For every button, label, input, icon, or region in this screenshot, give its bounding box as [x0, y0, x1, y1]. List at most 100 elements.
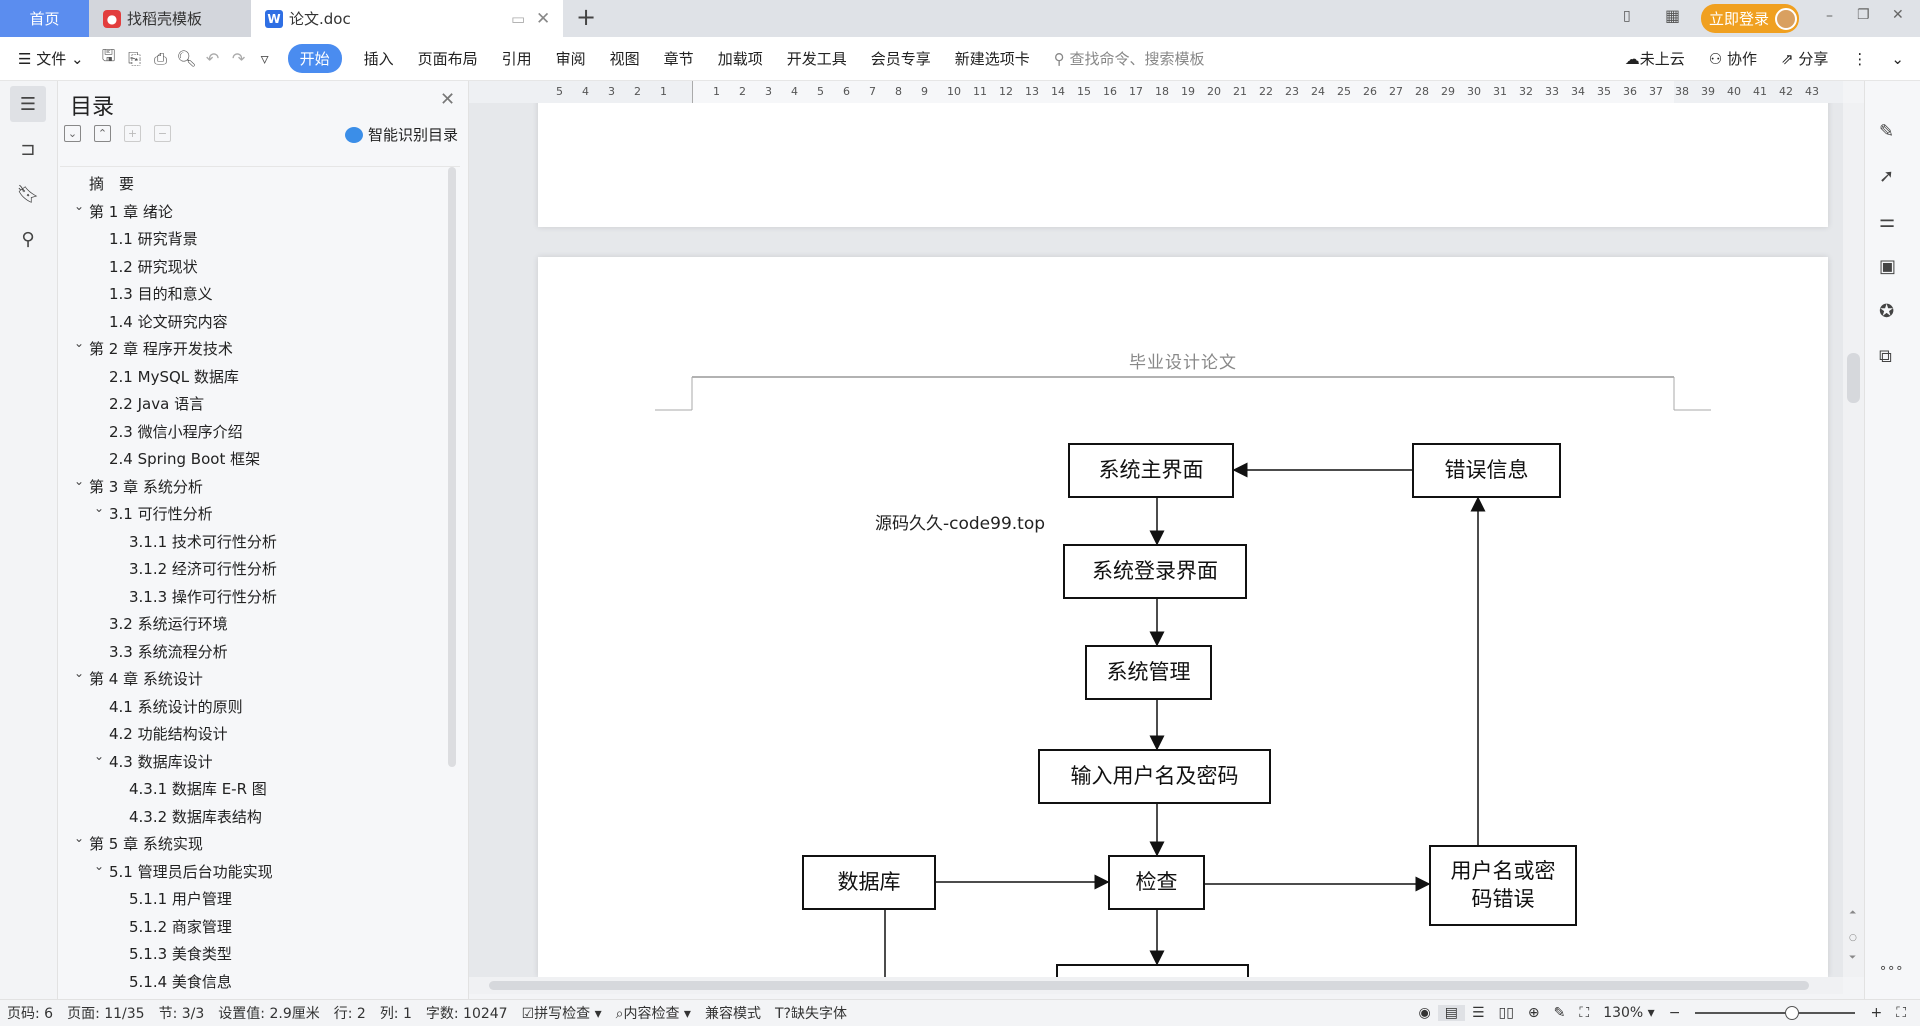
toc-item[interactable]: 3.1.2 经济可行性分析 [129, 560, 277, 578]
toc-panel-icon[interactable]: ☰ [10, 86, 46, 122]
zoom-in-button[interactable]: + [1870, 1005, 1883, 1021]
demote-icon[interactable]: − [154, 125, 171, 142]
toc-expand-chevron-icon[interactable]: ⌄ [74, 473, 85, 488]
ai-icon[interactable]: ✪ [1879, 301, 1895, 322]
minimize-button[interactable]: – [1826, 8, 1833, 24]
toc-expand-chevron-icon[interactable]: ⌄ [74, 336, 85, 350]
share-button[interactable]: ⇗ 分享 [1769, 48, 1840, 69]
toc-item[interactable]: 1.4 论文研究内容 [109, 312, 228, 331]
page-view-icon[interactable]: ▤ [1437, 1005, 1465, 1021]
undo-icon[interactable]: ↶ [205, 49, 220, 68]
toc-item[interactable]: 3.1 可行性分析 [109, 505, 213, 523]
toc-item[interactable]: 1.2 研究现状 [109, 257, 198, 276]
cloud-button[interactable]: ☁未上云 [1613, 48, 1697, 69]
zoom-slider[interactable] [1695, 1006, 1856, 1020]
status-section[interactable]: 节: 3/3 [158, 1006, 205, 1022]
toc-item[interactable]: 4.3.2 数据库表结构 [129, 807, 262, 826]
print-preview-icon[interactable]: 🔍︎ [176, 49, 197, 68]
navigation-icon[interactable]: ⊐ [20, 138, 36, 160]
fit-page-icon[interactable]: ⛶ [1579, 1005, 1590, 1021]
toc-item[interactable]: 2.3 微信小程序介绍 [109, 422, 243, 441]
select-cursor-icon[interactable]: ➚ [1879, 166, 1895, 187]
horizontal-scroll-thumb[interactable] [489, 981, 1809, 990]
toc-expand-chevron-icon[interactable]: ⌄ [94, 501, 105, 515]
layout-icon[interactable]: ▯ [1623, 8, 1631, 24]
collab-button[interactable]: ⚇ 协作 [1697, 48, 1769, 69]
menu-view[interactable]: 视图 [609, 50, 640, 68]
toc-expand-chevron-icon[interactable]: ⌄ [94, 858, 105, 873]
toc-item[interactable]: 3.1.3 操作可行性分析 [129, 587, 277, 606]
toc-expand-chevron-icon[interactable]: ⌄ [74, 198, 85, 213]
browse-object-icon[interactable]: ○ [1849, 933, 1857, 943]
toc-item[interactable]: 2.4 Spring Boot 框架 [109, 450, 261, 468]
toc-item[interactable]: 3.3 系统流程分析 [109, 642, 228, 661]
compat-mode[interactable]: 兼容模式 [704, 1006, 761, 1022]
menu-member[interactable]: 会员专享 [870, 50, 931, 68]
export-pdf-icon[interactable]: ⎘ [128, 48, 141, 68]
more-icon[interactable]: ⋮ [1852, 49, 1868, 68]
toc-item[interactable]: 2.2 Java 语言 [109, 395, 205, 413]
print-icon[interactable]: ⎙ [154, 48, 167, 68]
menu-addins[interactable]: 加载项 [717, 50, 763, 68]
toc-item[interactable]: 3.1.1 技术可行性分析 [129, 532, 277, 551]
write-view-icon[interactable]: ✎ [1553, 1005, 1566, 1021]
new-tab-button[interactable]: + [576, 3, 597, 31]
toc-item[interactable]: 第 3 章 系统分析 [89, 477, 203, 496]
toc-item[interactable]: 第 4 章 系统设计 [89, 670, 203, 688]
toc-item[interactable]: 5.1.1 用户管理 [129, 890, 232, 908]
toc-item[interactable]: 2.1 MySQL 数据库 [109, 367, 239, 386]
spell-check-button[interactable]: ☑拼写检查 ▾ [521, 1006, 602, 1022]
status-page[interactable]: 页码: 6 [7, 1006, 54, 1022]
collapse-all-icon[interactable]: ⌃ [94, 125, 111, 142]
toc-item[interactable]: 5.1.4 美食信息 [129, 972, 232, 991]
prev-page-icon[interactable]: ⏶ [1849, 908, 1857, 918]
save-icon[interactable]: 🖫 [101, 46, 116, 65]
toc-item[interactable]: 4.3.1 数据库 E-R 图 [129, 780, 267, 798]
tab-template[interactable]: ●找稻壳模板 [89, 0, 251, 37]
toc-item[interactable]: 4.2 功能结构设计 [109, 725, 228, 743]
promote-icon[interactable]: + [124, 125, 141, 142]
search-icon[interactable]: ⚲ [21, 228, 35, 250]
tab-home[interactable]: 首页 [0, 0, 89, 37]
status-pages[interactable]: 页面: 11/35 [67, 1006, 145, 1022]
menu-page-layout[interactable]: 页面布局 [417, 50, 478, 68]
toc-expand-chevron-icon[interactable]: ⌄ [94, 748, 105, 763]
toc-item[interactable]: 4.1 系统设计的原则 [109, 697, 243, 716]
missing-font-button[interactable]: T?缺失字体 [768, 1003, 854, 1023]
file-menu[interactable]: ☰ 文件 ⌄ [18, 50, 84, 68]
bookmark-icon[interactable]: 🔖︎ [16, 183, 40, 205]
menu-new-tab[interactable]: 新建选项卡 [954, 50, 1030, 68]
toc-item[interactable]: 第 1 章 绪论 [89, 202, 173, 221]
more-tools-icon[interactable]: ∘∘∘ [1879, 961, 1904, 976]
status-row[interactable]: 行: 2 [333, 1006, 366, 1022]
menu-insert[interactable]: 插入 [363, 50, 394, 68]
redo-icon[interactable]: ↷ [231, 49, 246, 68]
command-search[interactable]: ⚲ 查找命令、搜索模板 [1042, 48, 1217, 69]
toc-expand-chevron-icon[interactable]: ⌄ [74, 831, 85, 845]
toc-expand-chevron-icon[interactable]: ⌄ [74, 666, 85, 680]
status-setting[interactable]: 设置值: 2.9厘米 [218, 1006, 320, 1022]
vertical-scroll-thumb[interactable] [1847, 353, 1860, 403]
expand-all-icon[interactable]: ⌄ [64, 125, 81, 142]
toc-item[interactable]: 第 5 章 系统实现 [89, 835, 203, 853]
pin-icon[interactable]: ▭ [511, 9, 526, 28]
zoom-out-button[interactable]: − [1668, 1005, 1681, 1021]
menu-review[interactable]: 审阅 [555, 50, 586, 68]
close-window-button[interactable]: ✕ [1892, 7, 1904, 23]
read-view-icon[interactable]: ▯▯ [1498, 1005, 1514, 1021]
read-icon[interactable]: ⧉ [1879, 346, 1892, 367]
restore-button[interactable]: ❐ [1857, 7, 1870, 23]
toc-item[interactable]: 4.3 数据库设计 [109, 752, 213, 771]
toc-item[interactable]: 5.1.3 美食类型 [129, 945, 232, 963]
eye-protect-icon[interactable]: ◉ [1418, 1005, 1431, 1021]
menu-section[interactable]: 章节 [663, 50, 694, 68]
collapse-ribbon-icon[interactable]: ⌄ [1891, 49, 1904, 68]
web-view-icon[interactable]: ⊕ [1527, 1005, 1540, 1021]
toc-item[interactable]: 5.1.2 商家管理 [129, 917, 232, 936]
fullscreen-icon[interactable]: ⛶ [1896, 1005, 1906, 1021]
menu-references[interactable]: 引用 [501, 50, 532, 68]
toc-item[interactable]: 第 2 章 程序开发技术 [89, 340, 233, 358]
horizontal-scrollbar[interactable] [469, 977, 1843, 994]
